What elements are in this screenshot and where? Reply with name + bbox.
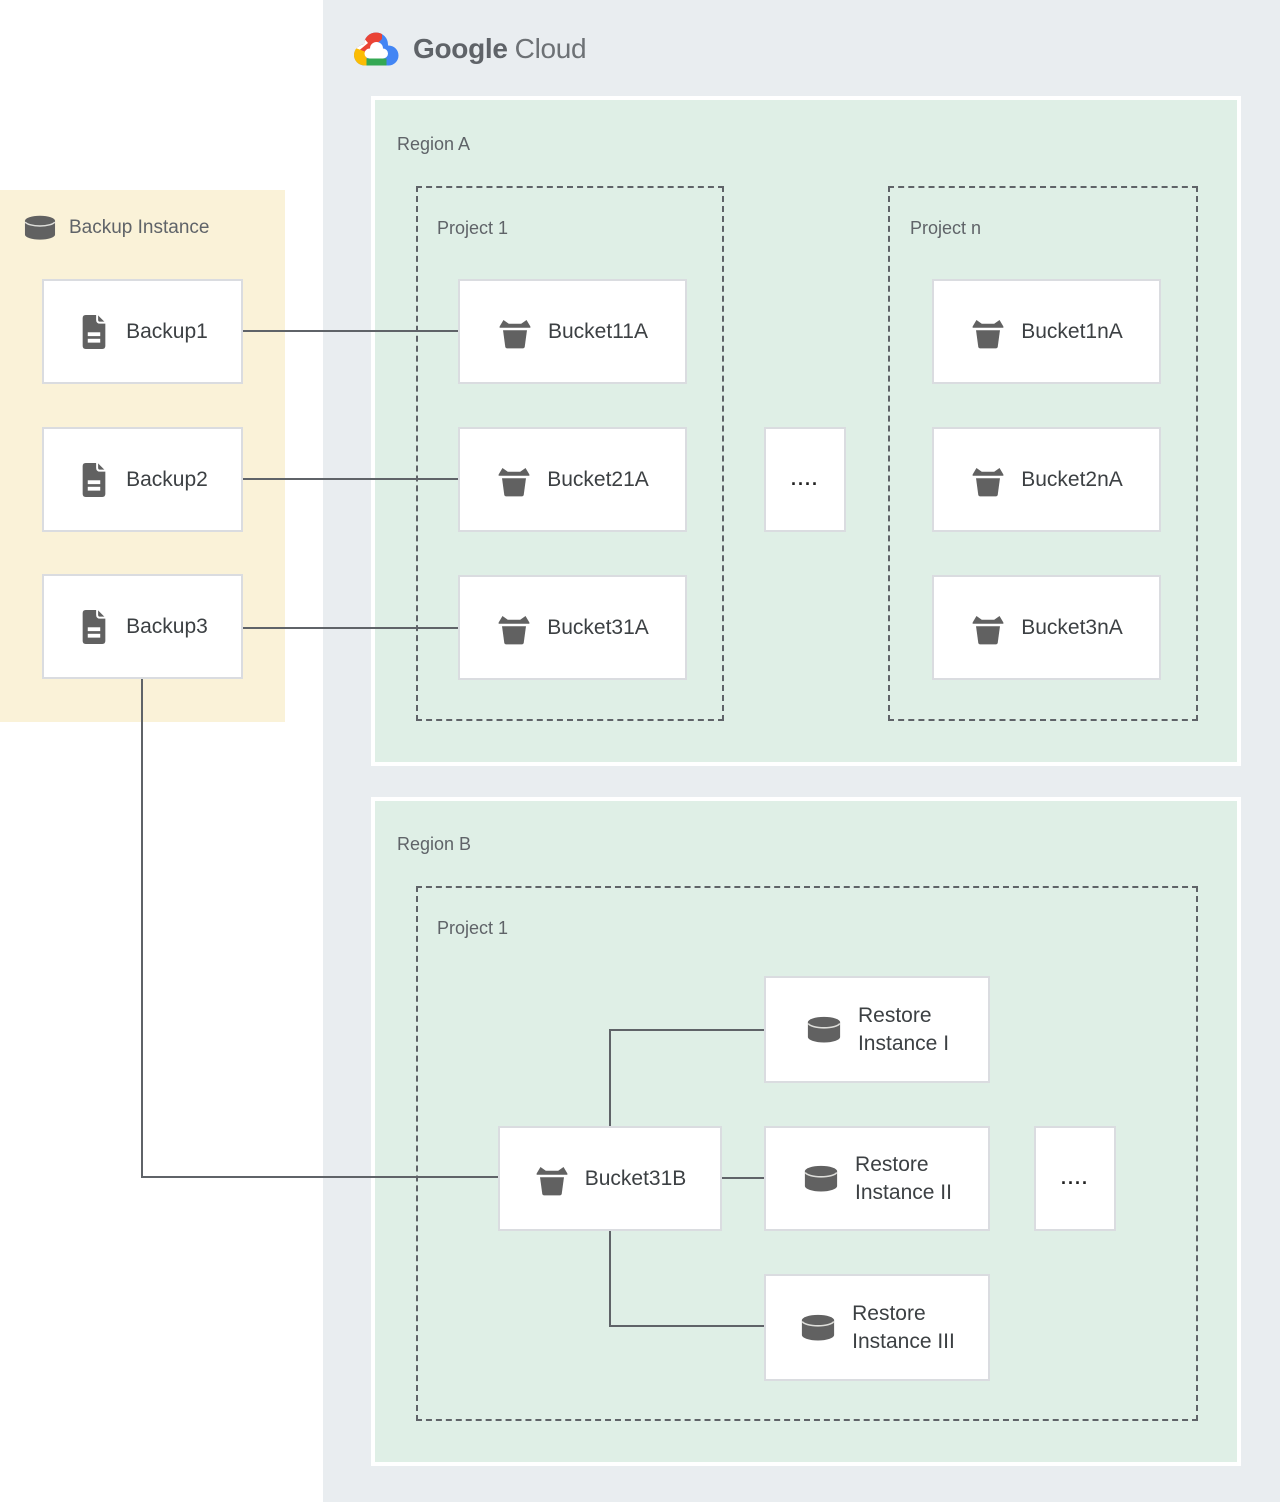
restore-line1: Restore <box>857 1003 932 1027</box>
restore-line1: Restore <box>852 1301 926 1325</box>
database-icon <box>22 214 58 242</box>
bucket31b-label: Bucket31B <box>584 1166 687 1190</box>
bucket21a-label: Bucket21A <box>547 467 649 491</box>
connector-bucket31b-up <box>609 1030 611 1127</box>
connector-backup2-bucket21a <box>243 478 458 480</box>
restore-line1: Restore <box>855 1152 929 1176</box>
database-icon <box>802 1164 840 1194</box>
ellipsis-text: .... <box>790 469 819 489</box>
ellipsis-box-region-a: .... <box>764 427 846 532</box>
project-na-label: Project n <box>910 218 982 238</box>
restore-line2: Instance II <box>855 1180 952 1204</box>
bucket3na-card: Bucket3nA <box>932 575 1161 680</box>
backup-panel-header: Backup Instance <box>22 214 209 242</box>
project-n-region-a-box <box>888 186 1198 721</box>
backup2-label: Backup2 <box>126 467 208 491</box>
bucket-icon <box>496 611 532 645</box>
backup3-card: Backup3 <box>42 574 243 679</box>
bucket-icon <box>497 315 533 349</box>
connector-bucket31b-restore2 <box>722 1177 764 1179</box>
bucket-icon <box>534 1162 570 1196</box>
region-a-label: Region A <box>397 134 471 154</box>
connector-backup1-bucket11a <box>243 330 458 332</box>
project-1-region-b-box <box>416 886 1198 1421</box>
project-1a-label: Project 1 <box>437 218 509 238</box>
project-1b-label: Project 1 <box>437 918 509 938</box>
bucket2na-label: Bucket2nA <box>1021 467 1123 491</box>
restore-line2: Instance III <box>852 1329 955 1353</box>
document-icon <box>77 607 111 647</box>
ellipsis-box-region-b: .... <box>1034 1126 1116 1231</box>
region-b-label: Region B <box>397 834 472 854</box>
connector-backup3-down <box>141 679 143 1178</box>
bucket-icon <box>970 611 1006 645</box>
document-icon <box>77 460 111 500</box>
project-1-region-a-box <box>416 186 724 721</box>
database-icon <box>805 1015 843 1045</box>
connector-bucket31b-restore3 <box>609 1325 764 1327</box>
bucket-icon <box>970 463 1006 497</box>
bucket31a-card: Bucket31A <box>458 575 687 680</box>
backup1-label: Backup1 <box>126 319 208 343</box>
logo-word-google: Google <box>413 33 508 64</box>
bucket1na-card: Bucket1nA <box>932 279 1161 384</box>
ellipsis-text: .... <box>1060 1168 1089 1188</box>
bucket1na-label: Bucket1nA <box>1021 319 1123 343</box>
connector-backup3-bucket31b <box>141 1176 498 1178</box>
logo-word-cloud: Cloud <box>514 33 587 64</box>
google-cloud-icon <box>353 30 400 68</box>
bucket-icon <box>970 315 1006 349</box>
connector-backup3-bucket31a <box>243 627 458 629</box>
bucket11a-card: Bucket11A <box>458 279 687 384</box>
restore-line2: Instance I <box>857 1031 950 1055</box>
bucket11a-label: Bucket11A <box>547 319 648 343</box>
bucket31a-label: Bucket31A <box>547 615 649 639</box>
bucket3na-label: Bucket3nA <box>1021 615 1123 639</box>
database-icon <box>799 1313 837 1343</box>
backup3-label: Backup3 <box>126 614 208 638</box>
backup-panel-title: Backup Instance <box>69 217 210 238</box>
document-icon <box>77 312 111 352</box>
bucket31b-card: Bucket31B <box>498 1126 722 1231</box>
bucket2na-card: Bucket2nA <box>932 427 1161 532</box>
connector-bucket31b-down <box>609 1230 611 1327</box>
bucket-icon <box>496 463 532 497</box>
bucket21a-card: Bucket21A <box>458 427 687 532</box>
connector-bucket31b-restore1 <box>609 1029 764 1031</box>
backup1-card: Backup1 <box>42 279 243 384</box>
backup2-card: Backup2 <box>42 427 243 532</box>
